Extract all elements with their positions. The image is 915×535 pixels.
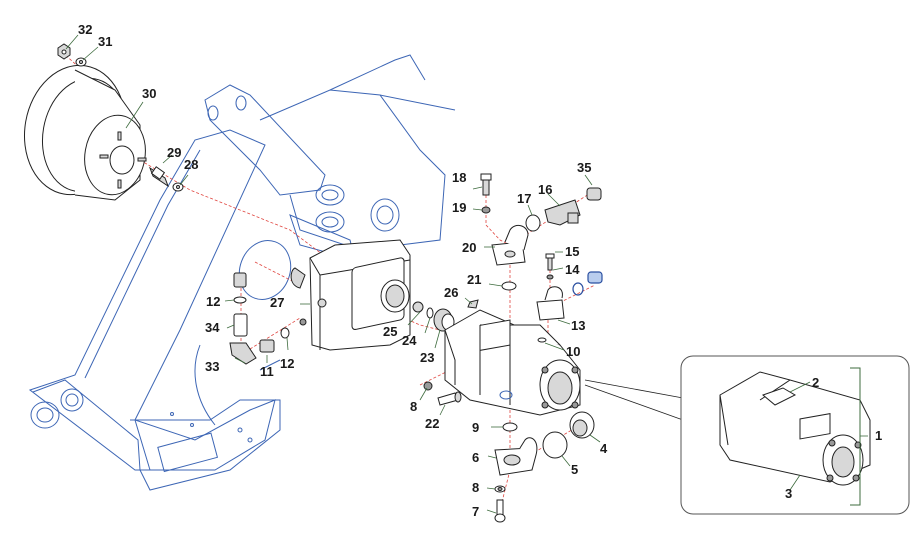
part-35-nipple[interactable] <box>586 187 602 201</box>
part-blue-nipple[interactable] <box>587 271 603 284</box>
callout-26[interactable]: 26 <box>444 285 458 300</box>
callout-4[interactable]: 4 <box>600 441 608 456</box>
part-8-washer-lower[interactable] <box>494 485 506 493</box>
part-fitting-upper[interactable] <box>233 272 247 288</box>
callout-12-upper[interactable]: 12 <box>206 294 220 309</box>
part-21-oring[interactable] <box>501 281 517 291</box>
callout-20[interactable]: 20 <box>462 240 476 255</box>
callout-3[interactable]: 3 <box>785 486 792 501</box>
callout-23[interactable]: 23 <box>420 350 434 365</box>
callout-14[interactable]: 14 <box>565 262 580 277</box>
callout-1[interactable]: 1 <box>875 428 882 443</box>
part-28-washer[interactable] <box>172 182 184 192</box>
callout-13[interactable]: 13 <box>571 318 585 333</box>
callout-19[interactable]: 19 <box>452 200 466 215</box>
inset-pump-detail <box>680 355 910 515</box>
part-22-bolt[interactable] <box>437 391 462 406</box>
callout-33[interactable]: 33 <box>205 359 219 374</box>
callout-6[interactable]: 6 <box>472 450 479 465</box>
callout-24[interactable]: 24 <box>402 333 417 348</box>
callout-10[interactable]: 10 <box>566 344 580 359</box>
callout-16[interactable]: 16 <box>538 182 552 197</box>
callout-30[interactable]: 30 <box>142 86 156 101</box>
part-4-fitting[interactable] <box>569 411 595 439</box>
part-17-oring[interactable] <box>525 214 541 232</box>
part-19-washer[interactable] <box>481 206 491 214</box>
part-12-seal-upper[interactable] <box>233 296 247 304</box>
main-pump-assembly[interactable] <box>444 309 581 416</box>
part-16-tee-fitting[interactable] <box>544 199 581 226</box>
part-8-washer-upper[interactable] <box>423 381 433 391</box>
callout-2[interactable]: 2 <box>812 375 819 390</box>
callout-31[interactable]: 31 <box>98 34 112 49</box>
part-25-nut[interactable] <box>412 301 424 313</box>
callout-34[interactable]: 34 <box>205 320 220 335</box>
callout-35[interactable]: 35 <box>577 160 591 175</box>
callout-9[interactable]: 9 <box>472 420 479 435</box>
part-18-bolt[interactable] <box>480 173 492 196</box>
part-29-stud[interactable] <box>148 166 170 188</box>
part-12-seal-lower[interactable] <box>280 327 290 339</box>
part-33-elbow[interactable] <box>229 342 257 365</box>
part-24-clip[interactable] <box>426 307 434 319</box>
leader-lines <box>65 34 601 514</box>
callout-27[interactable]: 27 <box>270 295 284 310</box>
part-27-gearbox[interactable] <box>290 239 411 351</box>
part-6-elbow-flange[interactable] <box>494 437 538 476</box>
callout-5[interactable]: 5 <box>571 462 578 477</box>
part-10-oring[interactable] <box>537 337 547 343</box>
callout-18[interactable]: 18 <box>452 170 466 185</box>
callout-15[interactable]: 15 <box>565 244 579 259</box>
part-20-elbow-flange[interactable] <box>491 224 529 266</box>
callout-22[interactable]: 22 <box>425 416 439 431</box>
part-15-bolt[interactable] <box>545 253 555 271</box>
callout-8-lower[interactable]: 8 <box>472 480 479 495</box>
part-13-elbow-flange[interactable] <box>536 286 565 321</box>
callout-32[interactable]: 32 <box>78 22 92 37</box>
part-7-bolt[interactable] <box>494 499 506 523</box>
callout-17[interactable]: 17 <box>517 191 531 206</box>
callout-12-lower[interactable]: 12 <box>280 356 294 371</box>
part-11-nipple[interactable] <box>259 339 275 353</box>
callout-11[interactable]: 11 <box>260 364 274 379</box>
chassis-frame <box>28 54 456 491</box>
part-23-gear[interactable] <box>433 308 455 332</box>
part-blue-seal[interactable] <box>572 282 584 296</box>
callout-29[interactable]: 29 <box>167 145 181 160</box>
part-34-coupling[interactable] <box>233 313 248 337</box>
callout-21[interactable]: 21 <box>467 272 481 287</box>
part-30-drum-hub[interactable] <box>14 57 151 202</box>
callout-7[interactable]: 7 <box>472 504 479 519</box>
callout-25[interactable]: 25 <box>383 324 397 339</box>
part-5-oring[interactable] <box>542 431 568 459</box>
callout-labels: 1 2 3 4 5 6 7 8 8 9 10 11 12 12 13 15 14… <box>78 22 882 519</box>
callout-8-upper[interactable]: 8 <box>410 399 417 414</box>
part-9-oring[interactable] <box>502 422 518 432</box>
callout-28[interactable]: 28 <box>184 157 198 172</box>
part-26-key[interactable] <box>467 299 479 309</box>
part-14-washer[interactable] <box>546 274 554 280</box>
